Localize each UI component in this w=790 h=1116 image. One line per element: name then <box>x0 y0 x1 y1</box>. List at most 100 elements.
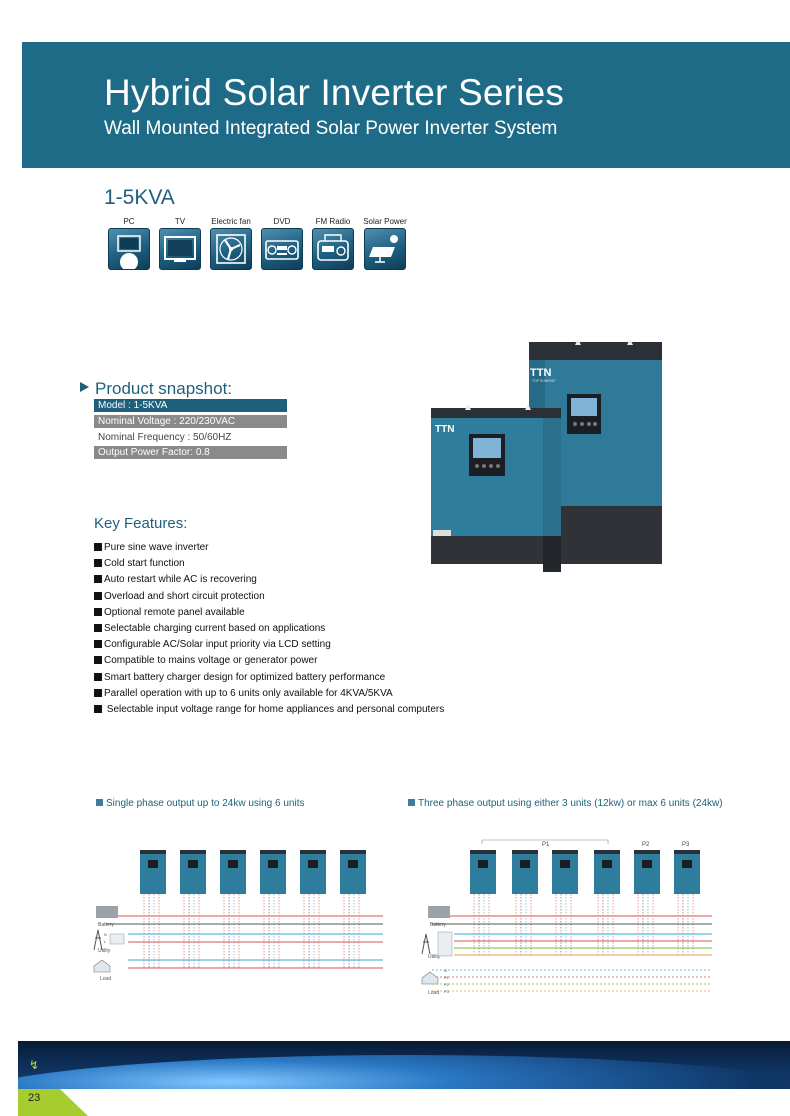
feature-text: Selectable input voltage range for home … <box>104 703 445 715</box>
square-bullet-icon <box>94 656 102 665</box>
square-bullet-icon <box>94 640 102 649</box>
inverter-small: TTN <box>431 404 561 572</box>
square-bullet-icon <box>94 575 102 584</box>
utility-label: Utility <box>98 948 111 954</box>
inverter-unit <box>140 850 166 968</box>
earth-glow <box>18 1055 790 1089</box>
application-icons: PC TV Electric fan DVD FM Radio Solar Po… <box>100 216 420 272</box>
battery-label: Battery <box>430 922 446 928</box>
feature-text: Overload and short circuit protection <box>104 590 265 602</box>
feature-text: Selectable charging current based on app… <box>104 622 326 634</box>
application-label: DVD <box>273 217 291 226</box>
feature-item: Auto restart while AC is recovering <box>94 572 444 588</box>
inverter-unit <box>220 850 246 968</box>
dvd-icon <box>261 228 303 270</box>
inverter-unit <box>180 850 206 968</box>
inverter-unit <box>634 850 660 955</box>
brand-mark: TTN <box>530 367 551 379</box>
spec-model: Model : 1-5KVA <box>94 399 287 412</box>
feature-item: Cold start function <box>94 556 444 572</box>
square-bullet-icon <box>94 543 102 551</box>
application-label: Solar Power <box>363 217 407 226</box>
application-solar: Solar Power <box>360 216 410 270</box>
down-arrow-icon: ↯ <box>29 1058 40 1072</box>
phase-label-p2: P2 <box>444 982 450 987</box>
group-label-p2: P2 <box>642 842 650 848</box>
neutral-label: N <box>104 932 107 937</box>
utility-label: Utility <box>428 954 441 960</box>
inverter-unit <box>470 850 496 955</box>
spec-frequency: Nominal Frequency : 50/60HZ <box>98 432 232 443</box>
single-phase-caption: Single phase output up to 24kw using 6 u… <box>96 798 304 809</box>
page-subtitle: Wall Mounted Integrated Solar Power Inve… <box>104 118 558 139</box>
product-photo: TTN TOP SUNRISE TTN <box>431 339 662 572</box>
battery-icon <box>96 906 118 918</box>
square-bullet-icon <box>94 607 102 616</box>
feature-text: Compatible to mains voltage or generator… <box>104 655 318 667</box>
neutral-label: N <box>444 968 447 973</box>
tv-icon <box>159 228 201 270</box>
breaker-box <box>437 931 453 957</box>
feature-item: Optional remote panel available <box>94 605 444 621</box>
application-dvd: DVD <box>257 216 307 270</box>
square-bullet-icon <box>408 799 415 806</box>
feature-item: Parallel operation with up to 6 units on… <box>94 686 444 702</box>
line-label: L <box>104 939 107 944</box>
power-range-label: 1-5KVA <box>104 186 175 209</box>
application-label: TV <box>174 217 186 226</box>
application-pc: PC <box>104 216 154 270</box>
utility-tower-icon <box>421 933 431 955</box>
triangle-bullet-icon <box>80 382 89 392</box>
inverter-unit <box>340 850 366 968</box>
brand-mark: TTN <box>435 424 454 435</box>
fan-icon <box>210 228 252 270</box>
square-bullet-icon <box>94 623 102 632</box>
house-load-icon <box>93 959 111 973</box>
application-label: Electric fan <box>211 217 251 226</box>
inverter-unit <box>512 850 538 955</box>
square-bullet-icon <box>94 704 102 713</box>
load-label: Load <box>100 976 111 982</box>
feature-item: Smart battery charger design for optimiz… <box>94 670 444 686</box>
snapshot-title: Product snapshot: <box>95 379 233 398</box>
feature-text: Smart battery charger design for optimiz… <box>104 671 386 683</box>
feature-text: Auto restart while AC is recovering <box>104 574 257 586</box>
single-phase-wiring-diagram: Battery Utility N L Load <box>93 850 383 982</box>
features-heading: Key Features: <box>94 515 188 532</box>
page-number: 23 <box>28 1092 41 1104</box>
application-label: FM Radio <box>315 217 351 226</box>
square-bullet-icon <box>96 799 103 806</box>
group-label-p3: P3 <box>682 842 690 848</box>
breaker-box <box>109 933 125 945</box>
three-phase-wiring-diagram: P1 P2 P3 Battery Utility Load N P1 P2 P3 <box>421 839 712 996</box>
square-bullet-icon <box>94 688 102 697</box>
header-banner: Hybrid Solar Inverter Series Wall Mounte… <box>22 42 790 168</box>
solar-panel-icon <box>364 228 406 270</box>
feature-item: Pure sine wave inverter <box>94 540 444 556</box>
phase-label-p3: P3 <box>444 989 450 994</box>
feature-text: Optional remote panel available <box>104 606 245 618</box>
application-radio: FM Radio <box>308 216 358 270</box>
utility-tower-icon <box>93 929 103 951</box>
feature-item: Configurable AC/Solar input priority via… <box>94 637 444 653</box>
feature-item: Overload and short circuit protection <box>94 589 444 605</box>
application-fan: Electric fan <box>206 216 256 270</box>
feature-text: Parallel operation with up to 6 units on… <box>104 687 393 699</box>
page-title: Hybrid Solar Inverter Series <box>104 72 565 113</box>
battery-icon <box>428 906 450 918</box>
inverter-unit <box>674 850 700 955</box>
house-load-icon <box>421 971 439 985</box>
inverter-unit <box>260 850 286 968</box>
three-phase-caption: Three phase output using either 3 units … <box>408 798 723 809</box>
application-tv: TV <box>155 216 205 270</box>
spec-voltage: Nominal Voltage : 220/230VAC <box>94 415 287 428</box>
feature-item: Selectable charging current based on app… <box>94 621 444 637</box>
feature-text: Cold start function <box>104 558 185 570</box>
feature-text: Configurable AC/Solar input priority via… <box>104 639 331 651</box>
footer-earth-band <box>18 1041 790 1089</box>
feature-text: Pure sine wave inverter <box>104 542 209 553</box>
radio-icon <box>312 228 354 270</box>
battery-label: Battery <box>98 922 114 928</box>
load-label: Load <box>428 990 439 996</box>
caption-text: Three phase output using either 3 units … <box>418 798 723 809</box>
